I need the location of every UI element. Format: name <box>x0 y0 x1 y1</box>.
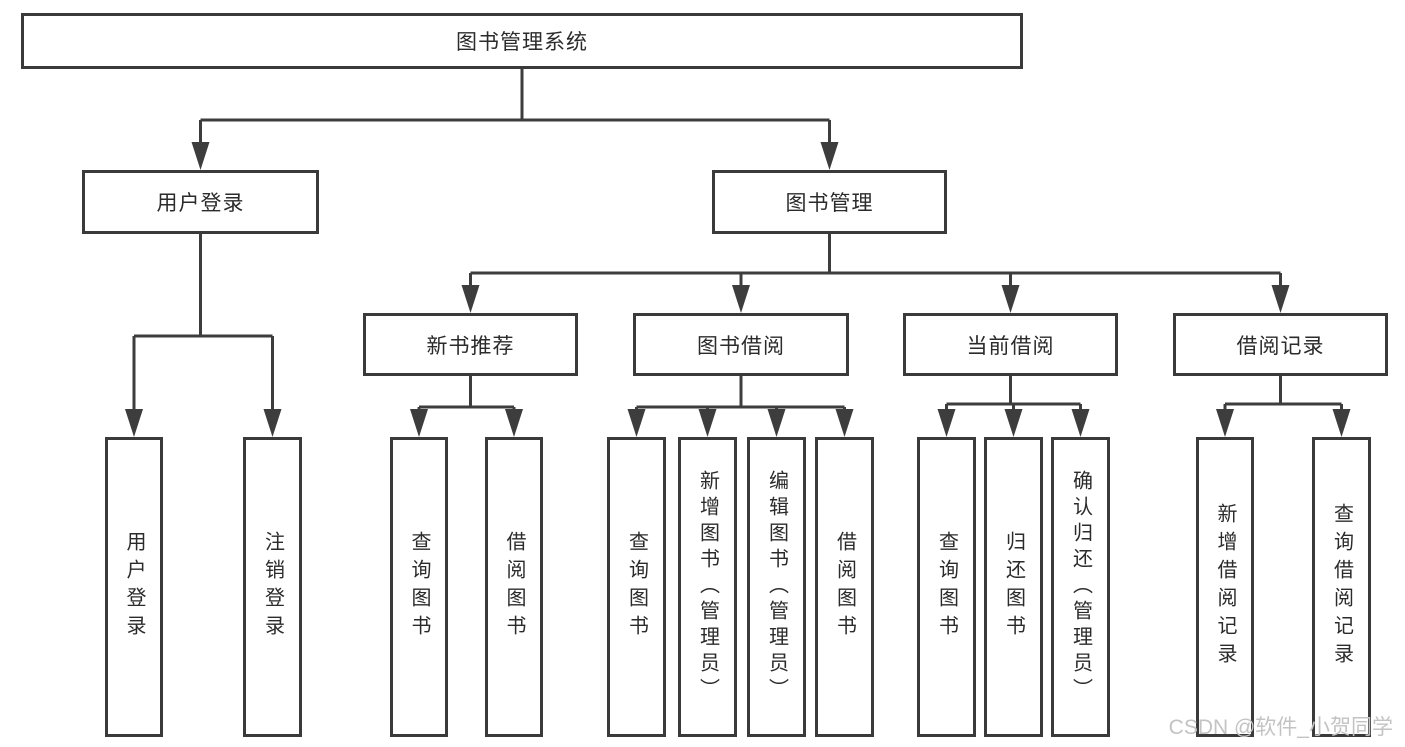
leaf-add-book-admin: 新增图书（管理员） <box>678 437 737 737</box>
arrow-to-leaf-query-record <box>1332 409 1351 437</box>
arrow-to-leaf-confirm-return <box>1071 409 1090 437</box>
arrow-to-leaf-borrow-books-a <box>505 409 523 437</box>
leaf-add-book-admin-label: 新增图书（管理员） <box>696 470 719 704</box>
leaf-logout: 注销登录 <box>243 437 302 737</box>
leaf-query-books-current: 查询图书 <box>917 437 976 737</box>
arrow-to-leaf-query-books-c <box>937 409 956 437</box>
node-current-borrowing: 当前借阅 <box>903 313 1118 376</box>
leaf-add-borrow-record: 新增借阅记录 <box>1196 437 1254 737</box>
arrow-to-leaf-borrow-books-b <box>835 409 854 437</box>
arrow-to-leaf-query-books-a <box>410 409 428 437</box>
arrow-to-book-mgmt <box>820 142 839 170</box>
leaf-query-borrow-record: 查询借阅记录 <box>1312 437 1371 737</box>
leaf-edit-book-admin-label: 编辑图书（管理员） <box>765 470 788 704</box>
csdn-watermark: CSDN @软件_小贺同学 <box>1168 716 1393 739</box>
connector-borrow-record-to-leaves <box>1223 376 1343 413</box>
connector-current-borrow-to-leaves <box>945 376 1082 413</box>
leaf-borrow-books-borrowing: 借阅图书 <box>815 437 874 737</box>
node-book-management: 图书管理 <box>712 170 947 234</box>
leaf-borrow-books-recommendation-label: 借阅图书 <box>503 531 525 643</box>
leaf-return-book: 归还图书 <box>984 437 1043 737</box>
leaf-return-book-label: 归还图书 <box>1002 531 1025 643</box>
arrow-to-leaf-query-books-b <box>627 409 646 437</box>
connector-root-to-level2 <box>199 69 831 146</box>
leaf-user-login-label: 用户登录 <box>123 531 145 643</box>
arrow-to-leaf-add-record <box>1216 409 1234 437</box>
node-book-borrowing: 图书借阅 <box>633 313 849 376</box>
leaf-query-books-current-label: 查询图书 <box>935 531 958 643</box>
leaf-add-borrow-record-label: 新增借阅记录 <box>1214 503 1236 671</box>
arrowheads <box>125 142 1351 437</box>
arrow-to-leaf-return-book <box>1004 409 1023 437</box>
connector-user-login-to-leaves <box>132 234 274 413</box>
arrow-to-leaf-user-login <box>125 409 143 437</box>
leaf-edit-book-admin: 编辑图书（管理员） <box>747 437 806 737</box>
arrow-to-new-book-rec <box>461 285 480 313</box>
node-root-library-system: 图书管理系统 <box>21 13 1023 69</box>
leaf-confirm-return-admin-label: 确认归还（管理员） <box>1069 470 1092 704</box>
node-root-label: 图书管理系统 <box>456 31 588 54</box>
leaf-query-books-borrowing-label: 查询图书 <box>625 531 648 643</box>
arrow-to-book-borrowing <box>732 285 750 313</box>
node-new-book-recommendation: 新书推荐 <box>363 313 578 376</box>
arrow-to-borrowing-records <box>1271 285 1290 313</box>
leaf-query-books-borrowing: 查询图书 <box>607 437 666 737</box>
node-new-book-recommendation-label: 新书推荐 <box>426 334 515 358</box>
leaf-confirm-return-admin: 确认归还（管理员） <box>1051 437 1110 737</box>
node-borrowing-records: 借阅记录 <box>1173 313 1388 376</box>
node-book-borrowing-label: 图书借阅 <box>697 334 785 358</box>
arrow-to-leaf-edit-book <box>767 409 786 437</box>
arrow-to-user-login <box>191 142 210 170</box>
connector-book-mgmt-to-level3 <box>469 234 1282 290</box>
node-borrowing-records-label: 借阅记录 <box>1236 334 1325 358</box>
leaf-user-login: 用户登录 <box>105 437 163 737</box>
node-user-login: 用户登录 <box>82 170 319 234</box>
leaf-query-borrow-record-label: 查询借阅记录 <box>1330 503 1353 671</box>
arrow-to-leaf-logout <box>263 409 282 437</box>
leaf-borrow-books-borrowing-label: 借阅图书 <box>833 531 856 643</box>
node-current-borrowing-label: 当前借阅 <box>966 334 1055 358</box>
arrow-to-leaf-add-book <box>698 409 717 437</box>
leaf-query-books-recommendation-label: 查询图书 <box>408 531 430 643</box>
leaf-query-books-recommendation: 查询图书 <box>390 437 448 737</box>
node-book-management-label: 图书管理 <box>785 192 874 215</box>
leaf-logout-label: 注销登录 <box>261 531 284 643</box>
leaf-borrow-books-recommendation: 借阅图书 <box>485 437 543 737</box>
node-user-login-label: 用户登录 <box>156 192 245 215</box>
connector-book-borrow-to-leaves <box>635 376 846 413</box>
connector-new-book-to-leaves <box>417 376 516 413</box>
arrow-to-current-borrowing <box>1001 285 1020 313</box>
